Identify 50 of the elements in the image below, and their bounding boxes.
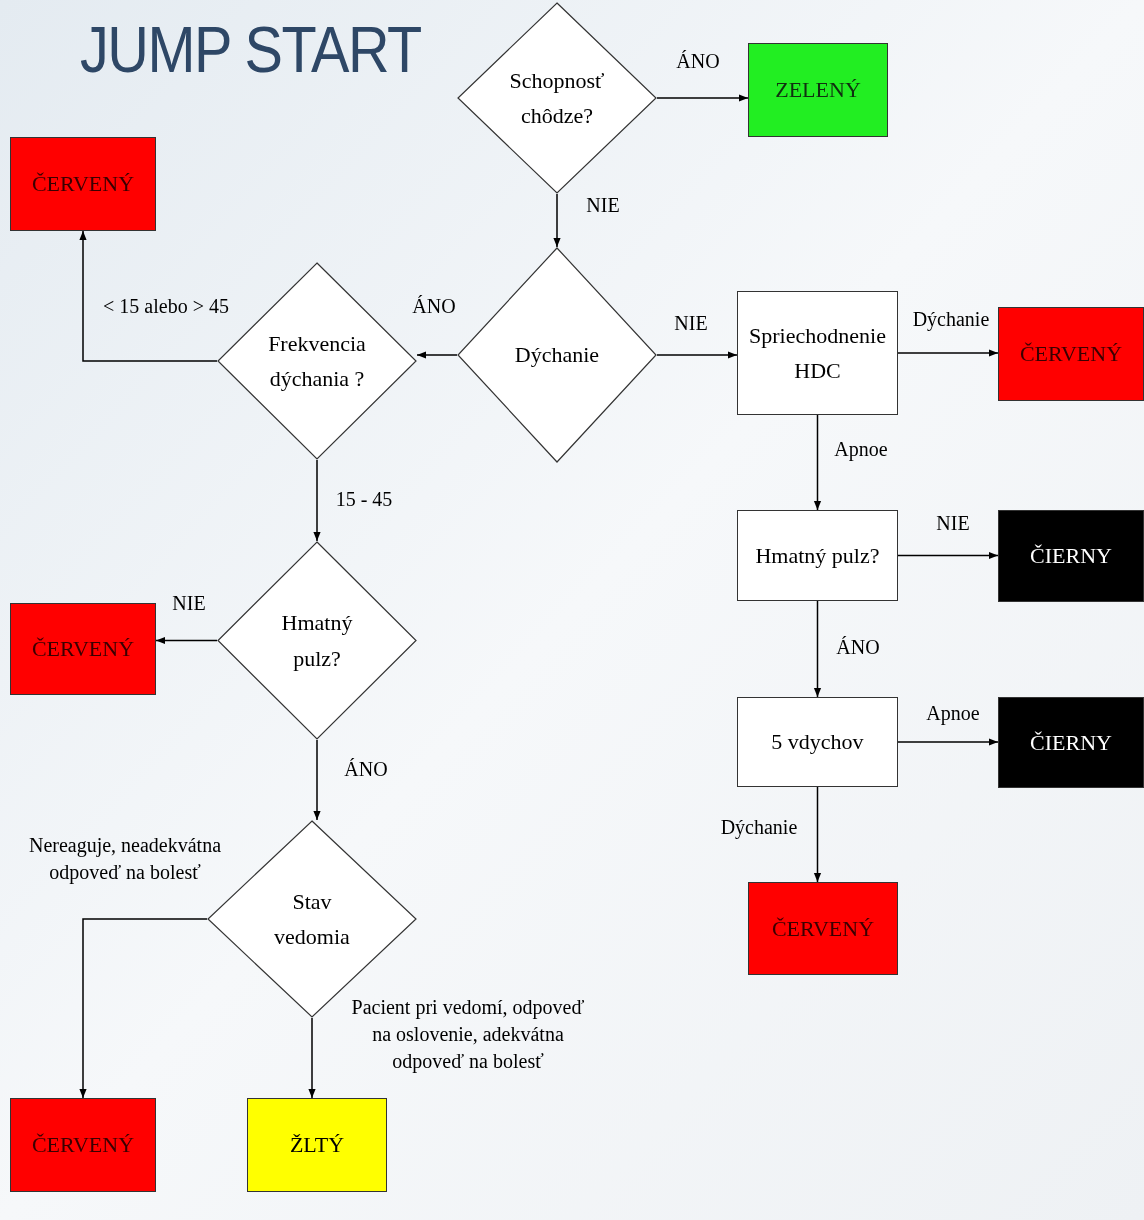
- arrow: [416, 351, 458, 359]
- edge-label: NIE: [171, 591, 207, 616]
- arrow: [813, 786, 822, 883]
- arrow: [313, 739, 321, 821]
- arrow: [656, 94, 749, 102]
- process-box: Spriechodnenie HDC: [737, 291, 898, 415]
- arrow: [813, 600, 822, 698]
- status-box: ČERVENÝ: [748, 882, 898, 975]
- arrow: [897, 349, 999, 357]
- edge-label: ÁNO: [675, 49, 721, 74]
- arrow: [308, 1017, 316, 1099]
- status-box: ČIERNY: [998, 510, 1144, 602]
- decision-text: Frekvencia dýchania ?: [267, 329, 367, 393]
- edge-label: ÁNO: [343, 757, 389, 782]
- arrow: [313, 459, 321, 542]
- edge-label: Pacient pri vedomí, odpoveď na oslovenie, adekvátna odpoveď na bolesť: [350, 995, 586, 1075]
- arrow: [897, 551, 999, 560]
- edge-label: < 15 alebo > 45: [102, 294, 230, 319]
- status-box: ČERVENÝ: [998, 307, 1144, 401]
- status-box: ČERVENÝ: [10, 1098, 156, 1192]
- arrow: [553, 193, 561, 248]
- process-box: 5 vdychov: [737, 697, 898, 787]
- arrow: [813, 414, 822, 511]
- status-box: ČERVENÝ: [10, 137, 156, 231]
- status-box: ZELENÝ: [748, 43, 888, 137]
- status-box: ČERVENÝ: [10, 603, 156, 695]
- edge-label: Apnoe: [925, 701, 981, 727]
- decision-text: Hmatný pulz?: [280, 609, 354, 673]
- arrow: [897, 738, 999, 746]
- edge-label: Nereaguje, neadekvátna odpoveď na bolesť: [27, 833, 223, 886]
- edge-label: NIE: [935, 511, 971, 536]
- decision-text: Stav vedomia: [273, 887, 351, 951]
- status-box: ŽLTÝ: [247, 1098, 387, 1192]
- edge-label: ÁNO: [835, 635, 881, 660]
- decision-text: Schopnosť chôdze?: [508, 66, 606, 130]
- edge-label: NIE: [673, 311, 709, 336]
- title: JUMP START: [80, 18, 421, 82]
- arrow: [656, 351, 738, 359]
- arrow: [155, 636, 218, 645]
- edge-label: 15 - 45: [334, 487, 394, 512]
- edge-label: NIE: [585, 193, 621, 218]
- status-box: ČIERNY: [998, 697, 1144, 788]
- arrow: [79, 230, 218, 362]
- arrow: [79, 918, 208, 1099]
- process-box: Hmatný pulz?: [737, 510, 898, 601]
- edge-label: Dýchanie: [911, 307, 991, 333]
- edge-label: Apnoe: [833, 437, 889, 463]
- edge-label: ÁNO: [411, 294, 457, 319]
- edge-label: Dýchanie: [719, 815, 799, 841]
- decision-text: Dýchanie: [513, 341, 601, 370]
